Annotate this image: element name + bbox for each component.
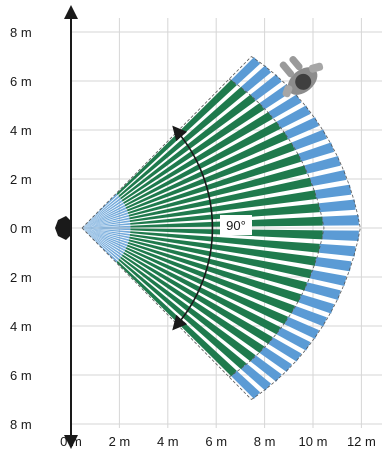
far-zone-ray <box>298 142 335 162</box>
mid-zone-ray <box>126 244 295 314</box>
far-zone-ray <box>291 305 327 327</box>
near-zone-ray <box>82 228 126 252</box>
mid-zone-ray <box>127 242 302 303</box>
near-zone-ray <box>82 220 131 228</box>
far-zone-ray <box>276 105 311 129</box>
mid-zone-ray <box>125 131 288 209</box>
near-zone-ray <box>82 228 129 244</box>
y-axis-label: 6 m <box>10 74 32 89</box>
near-zone-ray <box>82 228 131 234</box>
y-axis-label: 8 m <box>10 417 32 432</box>
far-zone-ray <box>298 294 335 314</box>
near-zone-ray <box>82 207 127 228</box>
x-axis-labels: 0 m 2 m 4 m 6 m 8 m 10 m 12 m <box>60 434 376 449</box>
far-zone-ray <box>250 74 282 101</box>
far-zone-ray <box>268 94 302 119</box>
near-zone-ray <box>82 228 128 247</box>
far-zone-ray <box>241 363 272 391</box>
mid-zone-ray <box>127 153 302 214</box>
near-zone-ray <box>82 228 130 242</box>
y-axis-label: 0 m <box>10 221 32 236</box>
angle-label: 90° <box>226 218 246 233</box>
far-zone-ray <box>284 316 320 339</box>
angle-arc <box>172 125 214 331</box>
inner-range-outline <box>228 78 325 378</box>
near-zone-ray <box>82 222 131 228</box>
far-zone-ray <box>259 346 292 373</box>
x-axis-label: 2 m <box>109 434 131 449</box>
near-zone-ray <box>82 225 131 228</box>
near-zone-ray <box>82 228 120 261</box>
y-axis-label: 4 m <box>10 319 32 334</box>
x-axis-label: 8 m <box>254 434 276 449</box>
far-zone-ray <box>319 199 356 213</box>
y-axis-labels: 8 m 6 m 4 m 2 m 0 m 2 m 4 m 6 m 8 m <box>10 25 32 432</box>
x-axis-label: 6 m <box>205 434 227 449</box>
far-zone-ray <box>284 117 320 140</box>
far-zone-ray <box>314 184 352 199</box>
far-zone-ray <box>322 214 359 226</box>
x-axis-label: 4 m <box>157 434 179 449</box>
near-zone-ray <box>82 228 123 256</box>
far-zone-ray <box>310 170 347 187</box>
mid-zone-ray <box>124 249 281 335</box>
far-zone-ray <box>314 257 352 272</box>
near-zone-ray <box>82 228 131 231</box>
far-zone-ray <box>231 370 261 399</box>
y-axis-label: 2 m <box>10 172 32 187</box>
angle-label-box <box>220 215 252 235</box>
sensor-icon <box>55 216 72 240</box>
far-zone-ray <box>319 243 356 257</box>
far-zone-ray <box>250 355 282 382</box>
far-zone-ray <box>310 269 347 286</box>
near-zone-ray <box>82 212 129 228</box>
mid-zone-ray <box>121 254 265 354</box>
near-zone-ray <box>82 228 122 259</box>
fov-edge-line <box>81 56 252 229</box>
near-zone-ray <box>82 228 127 249</box>
y-axis-label: 4 m <box>10 123 32 138</box>
far-zone-ray <box>291 129 327 151</box>
mid-zone-ray <box>125 247 288 325</box>
x-axis-label: 12 m <box>347 434 376 449</box>
near-zone-ray <box>82 202 125 228</box>
y-axis-label: 8 m <box>10 25 32 40</box>
y-axis-label: 2 m <box>10 270 32 285</box>
x-axis-label: 10 m <box>299 434 328 449</box>
x-axis-label: 0 m <box>60 434 82 449</box>
far-zone-ray <box>322 230 359 242</box>
far-zone-ray <box>268 337 302 362</box>
near-zone-ray <box>82 200 123 228</box>
near-zone-ray <box>82 204 126 228</box>
near-zone-ray <box>82 195 120 228</box>
zone-outlines <box>81 56 361 400</box>
near-zone-ray <box>82 228 131 236</box>
mid-zone-ray <box>121 102 265 202</box>
near-zone-ray <box>82 214 130 228</box>
near-zone-ray <box>82 228 125 254</box>
near-zone-ray <box>82 217 130 228</box>
far-zone-ray <box>231 57 261 86</box>
y-axis-label: 6 m <box>10 368 32 383</box>
person-topview-icon <box>279 55 324 98</box>
far-zone-ray <box>276 327 311 351</box>
far-zone-ray <box>304 282 341 301</box>
detection-rays <box>82 57 359 399</box>
near-zone-ray <box>82 228 130 239</box>
mid-zone-ray <box>123 252 273 345</box>
mid-zone-ray <box>126 142 295 212</box>
outer-range-outline <box>251 56 361 400</box>
mid-zone-ray <box>123 111 273 204</box>
near-zone-ray <box>82 197 122 228</box>
fov-edge-line <box>81 227 252 400</box>
near-zone-ray <box>82 209 128 228</box>
far-zone-ray <box>241 65 272 93</box>
mid-zone-ray <box>124 121 281 207</box>
far-zone-ray <box>304 155 341 174</box>
